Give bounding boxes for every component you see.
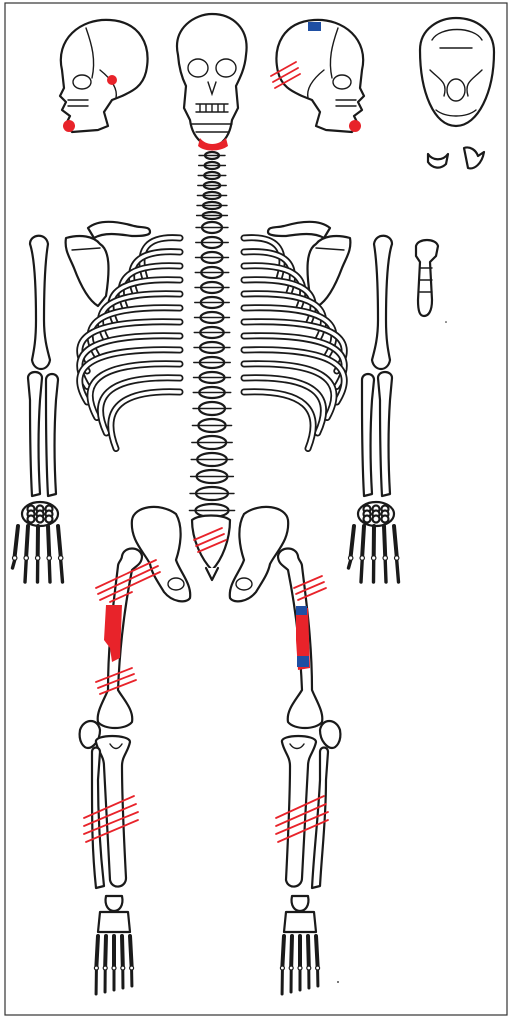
talus [292,896,309,911]
toe [282,936,284,966]
toe [291,936,292,966]
finger [48,526,49,556]
zygomatic-mark [107,75,117,85]
finger [58,526,61,556]
finger [394,526,397,556]
finger [26,526,28,556]
femur-blue-mark-upper [296,606,307,615]
toe [130,936,132,966]
toe [105,936,106,966]
toe [122,936,123,966]
toe [316,936,318,966]
finger [384,526,385,556]
toe [96,936,98,966]
tarsals [284,912,316,932]
finger [362,526,364,556]
femur-blue-mark-lower [297,656,309,667]
tarsals [98,912,130,932]
toe [308,936,309,966]
talus [106,896,123,911]
parietal-mark [308,22,321,31]
mandible-angle-mark-right [349,120,361,132]
mandible-angle-mark [63,120,75,132]
